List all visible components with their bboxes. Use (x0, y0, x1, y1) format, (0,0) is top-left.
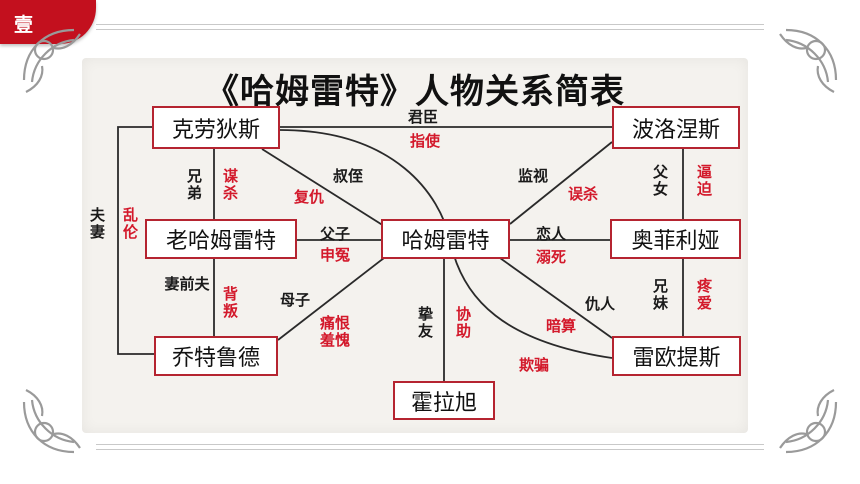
rel-hamlet-horatio: 挚友 (417, 305, 433, 340)
act-hamlet-horatio: 协助 (455, 305, 471, 340)
corner-ornament-top-left-icon (22, 28, 81, 93)
section-badge-label: 壹 (14, 14, 34, 36)
act-hamlet-laertes: 暗算 (546, 317, 577, 335)
corner-ornament-bottom-right-icon (779, 389, 838, 454)
rel-gertrude-hamlet: 母子 (280, 291, 311, 309)
top-rule (96, 24, 764, 25)
rel-claudius-polonius: 君臣 (408, 108, 439, 126)
act-claudius-oldhamlet: 谋杀 (222, 167, 238, 202)
rel-oldhamlet-hamlet: 父子 (320, 225, 351, 243)
node-hamlet: 哈姆雷特 (381, 219, 510, 259)
act-gertrude-hamlet: 痛恨羞愧 (320, 314, 351, 349)
node-laertes: 雷欧提斯 (612, 336, 741, 376)
bottom-rule (96, 444, 764, 445)
line-claudius-gertrude (117, 126, 154, 355)
top-rule-inner (96, 29, 764, 30)
act-oldhamlet-gertrude: 背叛 (222, 285, 238, 320)
bottom-rule-inner (96, 449, 764, 450)
node-polonius: 波洛涅斯 (612, 106, 740, 149)
node-claudius: 克劳狄斯 (152, 106, 280, 149)
act-claudius-laertes: 欺骗 (519, 356, 550, 374)
act-oldhamlet-hamlet: 申冤 (320, 246, 351, 264)
act-polonius-hamlet: 误杀 (568, 185, 599, 203)
act-claudius-gertrude: 乱伦 (122, 206, 138, 241)
rel-ophelia-laertes: 兄妹 (652, 277, 668, 312)
rel-hamlet-ophelia: 恋人 (536, 225, 567, 243)
diagram-title: 《哈姆雷特》人物关系简表 (205, 72, 625, 112)
corner-ornament-bottom-left-icon (22, 389, 81, 454)
line-polonius-hamlet (509, 141, 613, 225)
rel-claudius-gertrude: 夫妻 (89, 206, 105, 241)
node-old-hamlet: 老哈姆雷特 (145, 219, 297, 259)
rel-polonius-ophelia: 父女 (652, 163, 668, 198)
act-hamlet-ophelia: 溺死 (536, 248, 567, 266)
rel-claudius-hamlet: 叔侄 (333, 167, 364, 185)
rel-claudius-oldhamlet: 兄弟 (186, 167, 202, 202)
corner-ornament-top-right-icon (779, 28, 838, 93)
act-claudius-polonius: 指使 (410, 132, 441, 150)
act-polonius-ophelia: 逼迫 (696, 163, 712, 198)
line-gertrude-hamlet (277, 257, 385, 341)
act-ophelia-laertes: 疼爱 (696, 277, 712, 312)
node-gertrude: 乔特鲁德 (154, 336, 278, 376)
line-hamlet-laertes (499, 257, 613, 339)
node-ophelia: 奥菲利娅 (610, 219, 741, 259)
line-claudius-hamlet (261, 148, 385, 227)
rel-oldhamlet-gertrude: 妻前夫 (164, 275, 210, 293)
node-horatio: 霍拉旭 (393, 381, 495, 420)
rel-polonius-hamlet: 监视 (518, 167, 549, 185)
act-claudius-hamlet: 复仇 (294, 188, 325, 206)
rel-hamlet-laertes: 仇人 (585, 295, 616, 313)
